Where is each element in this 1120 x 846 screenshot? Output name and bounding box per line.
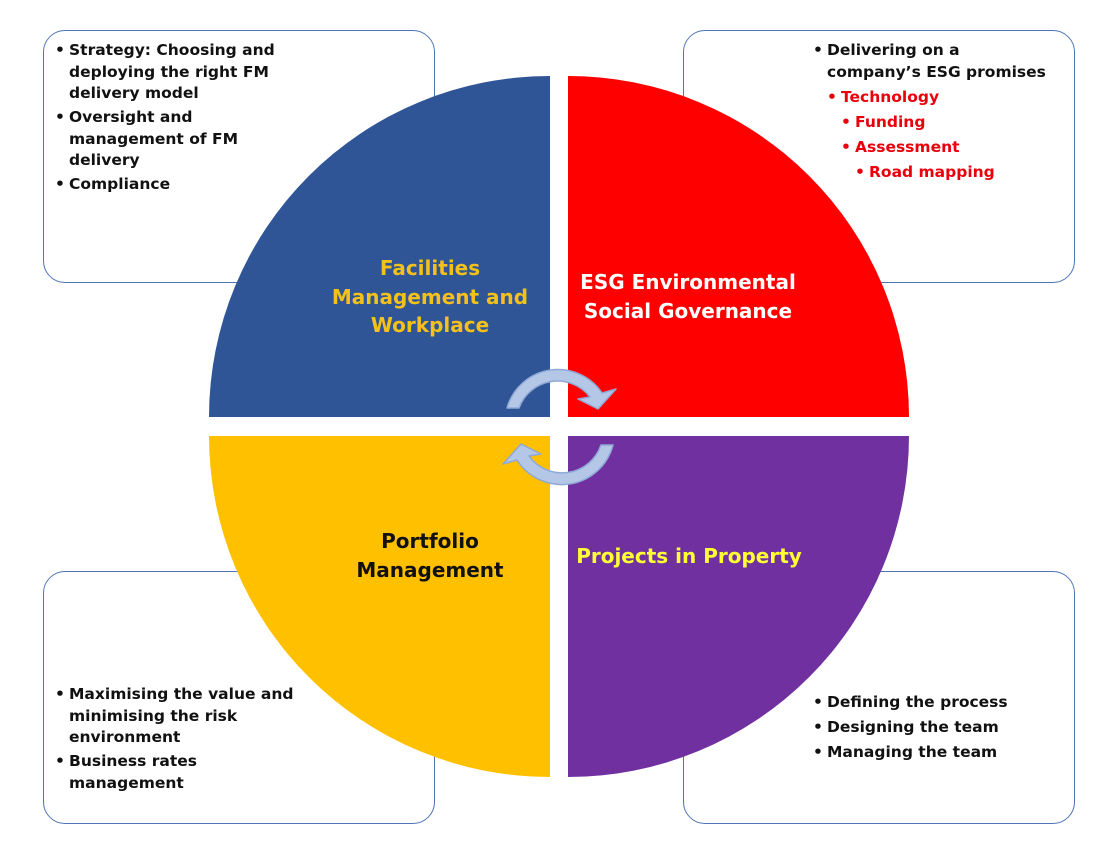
facilities-title: Facilities Management and Workplace	[331, 256, 529, 337]
facilities-bullet-list: Strategy: Choosing and deploying the rig…	[55, 40, 300, 198]
portfolio-bullet-list: Maximising the value and minimising the …	[55, 684, 300, 797]
esg-bullet-list: Delivering on a company’s ESG promises T…	[813, 40, 1058, 187]
bullet-item: Defining the process	[813, 692, 1058, 714]
bullet-item: Technology	[827, 87, 1058, 109]
circular-arrows-icon	[502, 368, 617, 486]
portfolio-quadrant	[209, 436, 550, 777]
bullet-item: Road mapping	[855, 162, 1058, 184]
bullet-item: Delivering on a company’s ESG promises	[813, 40, 1058, 83]
esg-quadrant	[568, 76, 909, 417]
bullet-item: Designing the team	[813, 717, 1058, 739]
bullet-item: Assessment	[841, 137, 1058, 159]
bullet-item: Funding	[841, 112, 1058, 134]
facilities-quadrant	[209, 76, 550, 417]
bullet-item: Business rates management	[55, 751, 300, 794]
bullet-item: Compliance	[55, 174, 300, 196]
bullet-item: Oversight and management of FM delivery	[55, 107, 300, 172]
bullet-item: Strategy: Choosing and deploying the rig…	[55, 40, 300, 105]
cycle-arrow-top-icon	[506, 368, 617, 410]
projects-bullet-list: Defining the process Designing the team …	[813, 692, 1058, 767]
projects-quadrant	[568, 436, 909, 777]
portfolio-title: Portfolio Management	[356, 529, 504, 582]
esg-title: ESG Environmental Social Governance	[580, 270, 796, 323]
projects-title: Projects in Property	[576, 544, 802, 568]
bullet-item: Managing the team	[813, 742, 1058, 764]
bullet-item: Maximising the value and minimising the …	[55, 684, 300, 749]
cycle-arrow-bottom-icon	[502, 443, 614, 486]
